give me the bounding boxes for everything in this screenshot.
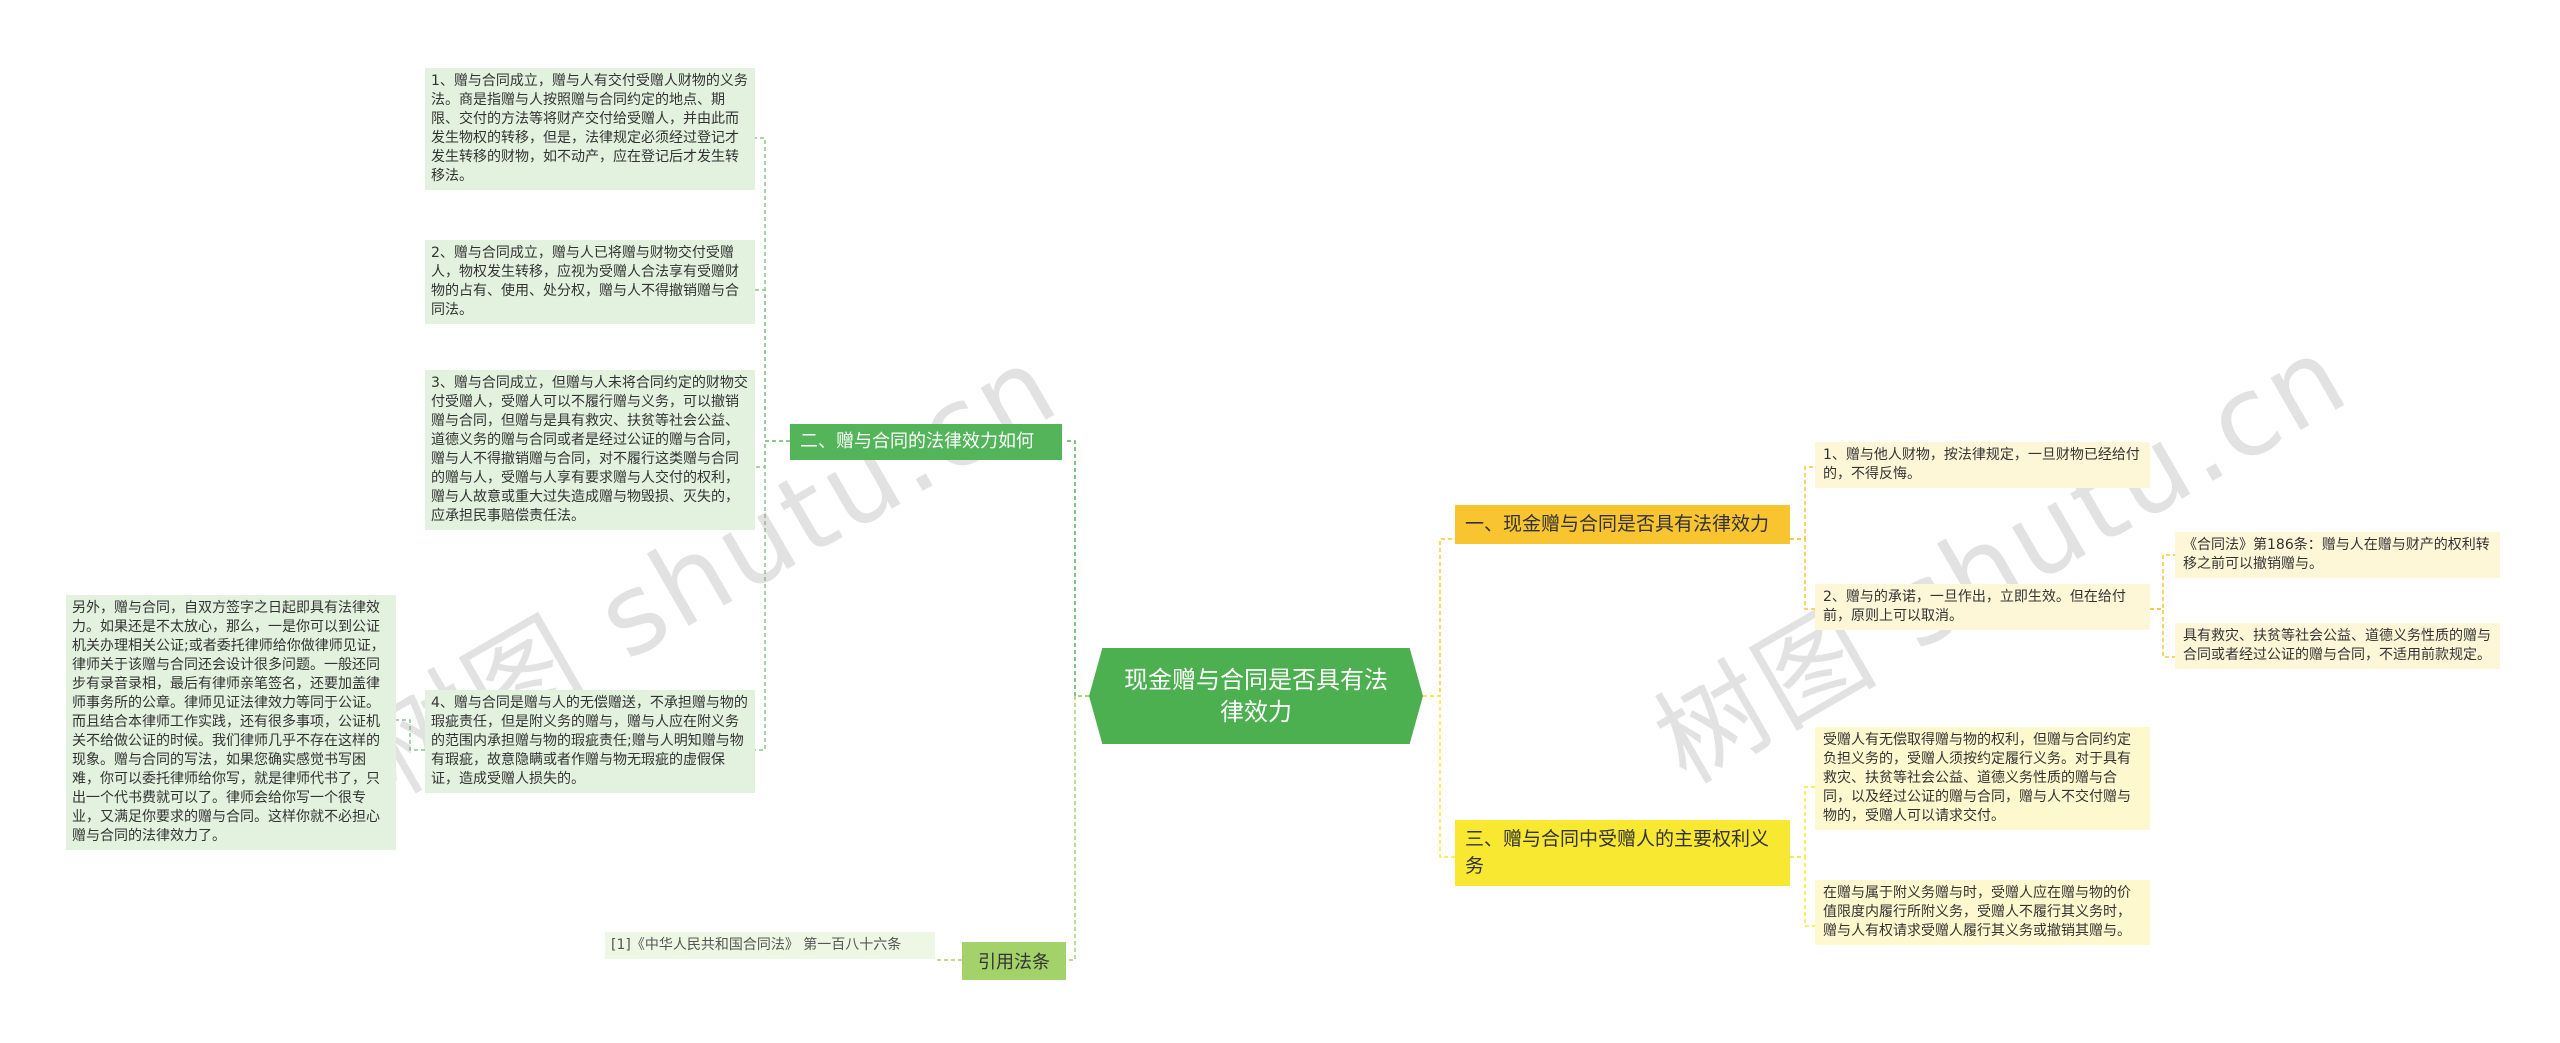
leaf-item-3[interactable]: 3、赠与合同成立，但赠与人未将合同约定的财物交付受赠人，受赠人可以不履行赠与义务…	[425, 370, 755, 530]
reference-item[interactable]: [1]《中华人民共和国合同法》 第一百八十六条	[605, 932, 935, 959]
leaf-item-1[interactable]: 1、赠与合同成立，赠与人有交付受赠人财物的义务法。商是指赠与人按照赠与合同约定的…	[425, 68, 755, 190]
branch-recipient-rights-label: 三、赠与合同中受赠人的主要权利义务	[1465, 828, 1770, 877]
leaf-right-3[interactable]: 受赠人有无偿取得赠与物的权利，但赠与合同约定负担义务的，受赠人须按约定履行义务。…	[1815, 727, 2150, 830]
leaf-item-3-text: 3、赠与合同成立，但赠与人未将合同约定的财物交付受赠人，受赠人可以不履行赠与义务…	[431, 375, 748, 524]
leaf-right-3-text: 受赠人有无偿取得赠与物的权利，但赠与合同约定负担义务的，受赠人须按约定履行义务。…	[1823, 732, 2131, 824]
leaf-item-4-text: 4、赠与合同是赠与人的无偿赠送，不承担赠与物的瑕疵责任，但是附义务的赠与，赠与人…	[431, 695, 748, 787]
branch-recipient-rights[interactable]: 三、赠与合同中受赠人的主要权利义务	[1455, 820, 1790, 886]
leaf-right-4-text: 在赠与属于附义务赠与时，受赠人应在赠与物的价值限度内履行所附义务，受赠人不履行其…	[1823, 885, 2131, 939]
branch-cash-gift-effect-label: 一、现金赠与合同是否具有法律效力	[1465, 513, 1770, 535]
leaf-right-sub-2[interactable]: 具有救灾、扶贫等社会公益、道德义务性质的赠与合同或者经过公证的赠与合同，不适用前…	[2175, 623, 2500, 669]
leaf-right-2-text: 2、赠与的承诺，一旦作出，立即生效。但在给付前，原则上可以取消。	[1823, 589, 2126, 624]
leaf-item-4[interactable]: 4、赠与合同是赠与人的无偿赠送，不承担赠与物的瑕疵责任，但是附义务的赠与，赠与人…	[425, 690, 755, 793]
leaf-right-1-text: 1、赠与他人财物，按法律规定，一旦财物已经给付的，不得反悔。	[1823, 447, 2140, 482]
reference-item-text: [1]《中华人民共和国合同法》 第一百八十六条	[611, 937, 902, 953]
root-label: 现金赠与合同是否具有法律效力	[1124, 666, 1388, 726]
branch-cited-law[interactable]: 引用法条	[962, 942, 1066, 980]
leaf-right-4[interactable]: 在赠与属于附义务赠与时，受赠人应在赠与物的价值限度内履行所附义务，受赠人不履行其…	[1815, 880, 2150, 945]
leaf-item-extra-text: 另外，赠与合同，自双方签字之日起即具有法律效力。如果还是不太放心，那么，一是你可…	[72, 600, 385, 844]
branch-legal-effect-label: 二、赠与合同的法律效力如何	[800, 431, 1034, 452]
leaf-right-1[interactable]: 1、赠与他人财物，按法律规定，一旦财物已经给付的，不得反悔。	[1815, 442, 2150, 488]
branch-cash-gift-effect[interactable]: 一、现金赠与合同是否具有法律效力	[1455, 505, 1790, 544]
leaf-right-2[interactable]: 2、赠与的承诺，一旦作出，立即生效。但在给付前，原则上可以取消。	[1815, 584, 2150, 630]
root-node[interactable]: 现金赠与合同是否具有法律效力	[1089, 648, 1423, 744]
branch-cited-law-label: 引用法条	[978, 952, 1050, 973]
leaf-right-sub-1-text: 《合同法》第186条：赠与人在赠与财产的权利转移之前可以撤销赠与。	[2183, 537, 2490, 572]
leaf-right-sub-1[interactable]: 《合同法》第186条：赠与人在赠与财产的权利转移之前可以撤销赠与。	[2175, 532, 2500, 578]
leaf-item-2[interactable]: 2、赠与合同成立，赠与人已将赠与财物交付受赠人，物权发生转移，应视为受赠人合法享…	[425, 240, 755, 324]
branch-legal-effect[interactable]: 二、赠与合同的法律效力如何	[790, 424, 1062, 460]
leaf-item-1-text: 1、赠与合同成立，赠与人有交付受赠人财物的义务法。商是指赠与人按照赠与合同约定的…	[431, 73, 748, 184]
leaf-item-extra[interactable]: 另外，赠与合同，自双方签字之日起即具有法律效力。如果还是不太放心，那么，一是你可…	[66, 595, 396, 850]
leaf-item-2-text: 2、赠与合同成立，赠与人已将赠与财物交付受赠人，物权发生转移，应视为受赠人合法享…	[431, 245, 739, 318]
leaf-right-sub-2-text: 具有救灾、扶贫等社会公益、道德义务性质的赠与合同或者经过公证的赠与合同，不适用前…	[2183, 628, 2491, 663]
